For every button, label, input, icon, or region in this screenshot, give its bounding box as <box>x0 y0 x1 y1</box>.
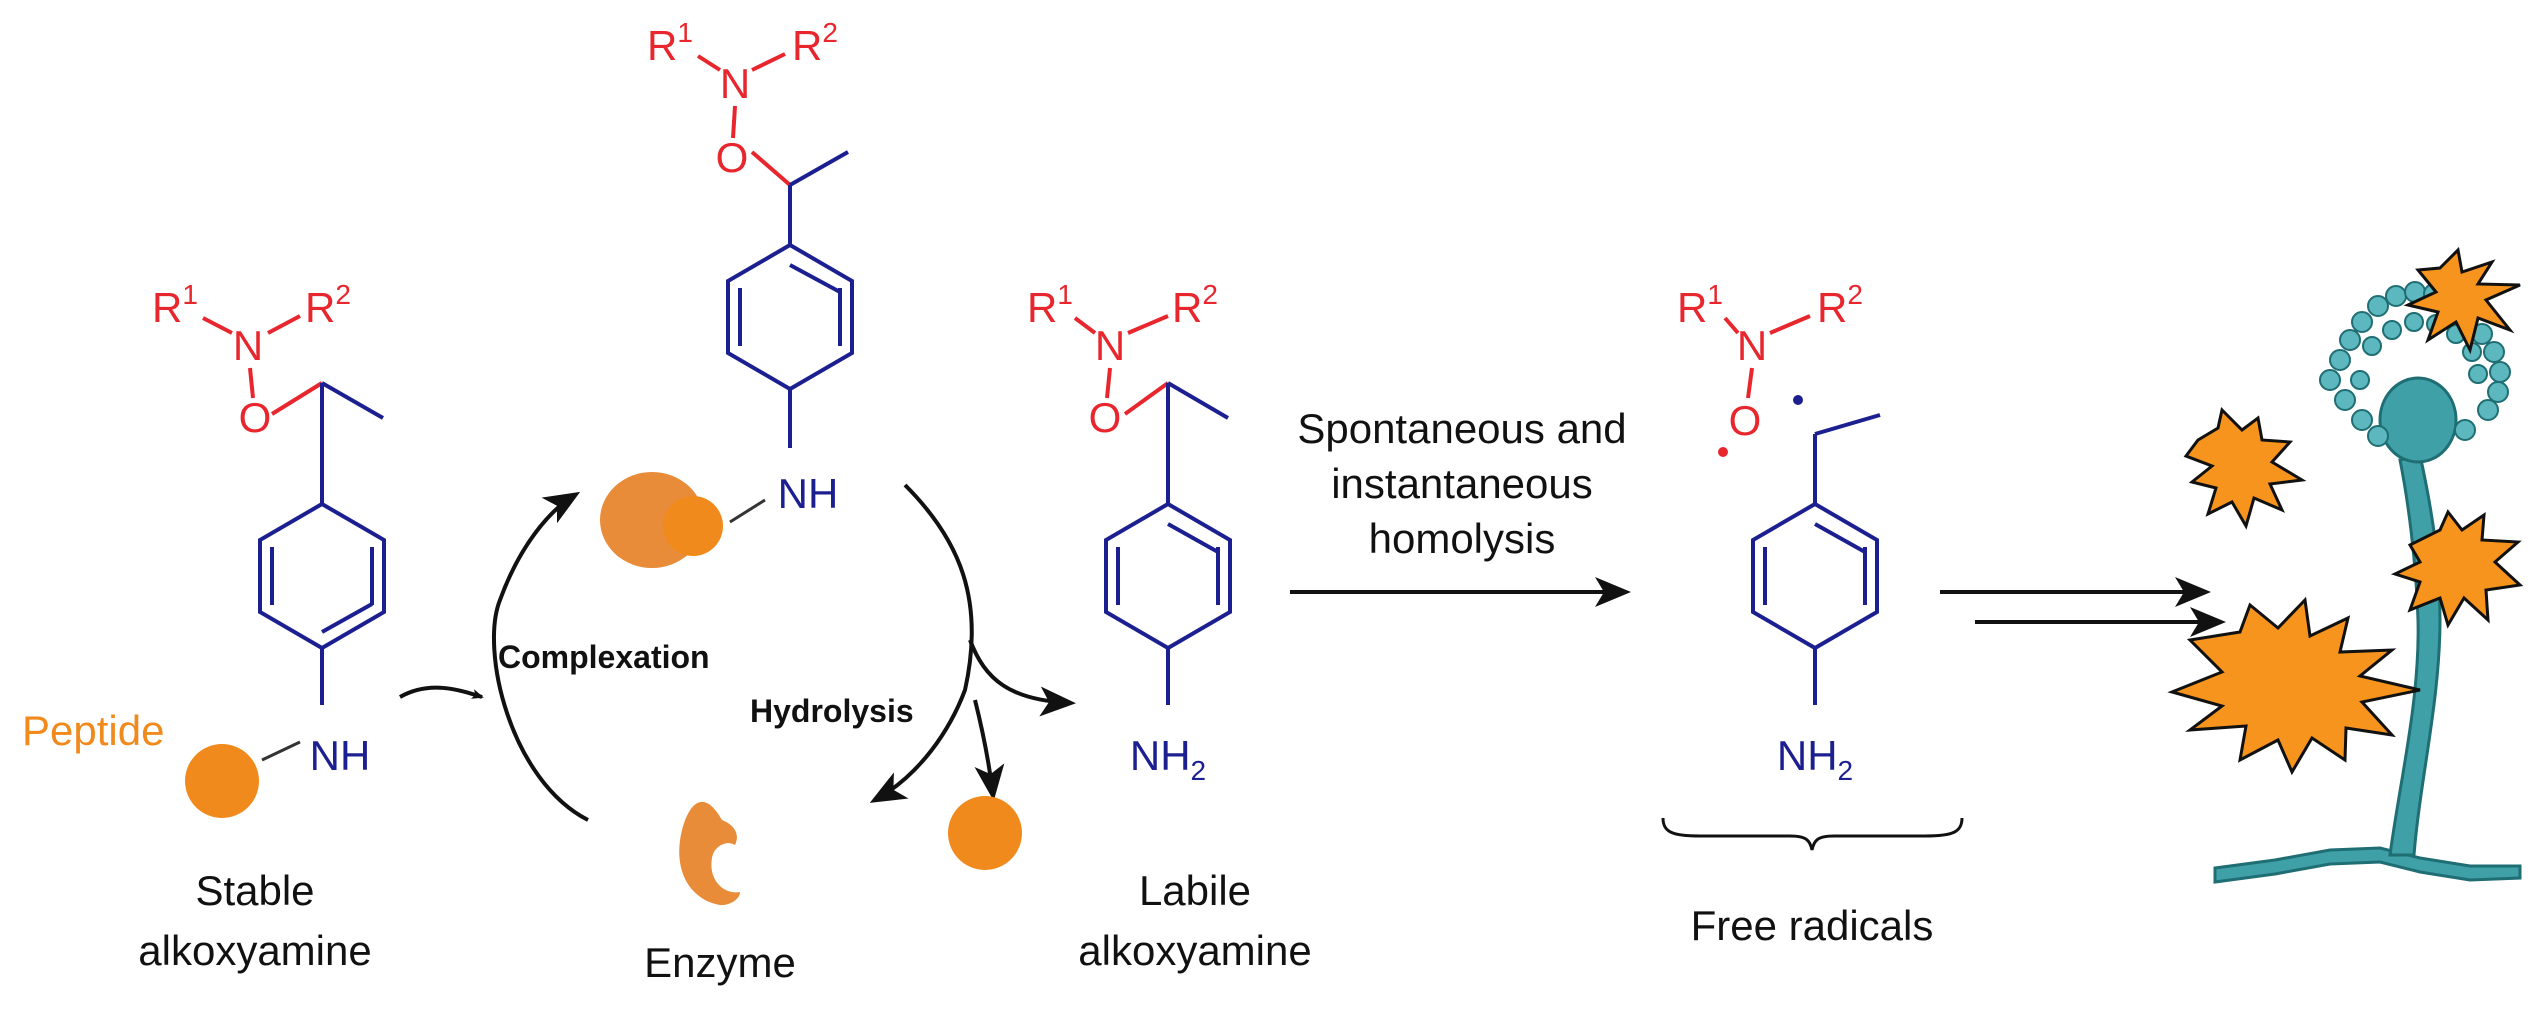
nitroxide-bonds <box>696 52 792 187</box>
o-atom: O <box>1089 394 1122 441</box>
enzyme-label: Enzyme <box>644 939 796 986</box>
n-atom: N <box>1737 322 1767 369</box>
stable-label-line2: alkoxyamine <box>138 927 371 974</box>
o-atom: O <box>1729 397 1762 444</box>
peptide-ball-icon <box>185 744 259 818</box>
homolysis-label-line1: Spontaneous and <box>1297 405 1626 452</box>
catalytic-cycle <box>399 483 1076 822</box>
r1-atom: R1 <box>1027 279 1073 331</box>
nitroxide-bonds <box>1073 314 1170 416</box>
r1-atom: R1 <box>1677 279 1723 331</box>
grouping-brace <box>1661 817 1964 851</box>
nitroxide-bonds <box>1723 314 1811 399</box>
complexation-label: Complexation <box>498 639 710 675</box>
homolysis-label-line3: homolysis <box>1369 515 1556 562</box>
explosion-icon <box>2390 509 2524 629</box>
peptide-bond <box>261 740 301 762</box>
fungus-icon <box>2213 281 2522 884</box>
aryl-backbone <box>258 381 386 705</box>
aryl-backbone <box>726 150 854 448</box>
nitroxide-group: R1 N R2 O <box>152 279 351 441</box>
hydrolysis-label: Hydrolysis <box>750 693 914 729</box>
free-radicals-structure: R1 N R2 O NH2 Free radicals <box>1661 279 1964 949</box>
labile-label-line1: Labile <box>1139 867 1251 914</box>
stable-label-line1: Stable <box>195 867 314 914</box>
enzyme-icon <box>679 801 740 906</box>
r2-atom: R2 <box>1817 279 1863 331</box>
n-atom: N <box>1095 322 1125 369</box>
labile-alkoxyamine-structure: R1 N R2 O NH2 Labile alkoxyamine <box>1027 279 1312 974</box>
homolysis-label-line2: instantaneous <box>1331 460 1593 507</box>
peptide-ball-icon <box>663 496 723 556</box>
n-atom: N <box>720 60 750 107</box>
explosion-icon <box>2183 407 2307 530</box>
o-atom: O <box>239 394 272 441</box>
peptide-bond <box>729 498 766 524</box>
free-radicals-label: Free radicals <box>1691 902 1934 949</box>
explosion-icon <box>2167 596 2421 776</box>
aryl-backbone <box>1104 381 1232 705</box>
stable-alkoxyamine-structure: R1 N R2 O NH Peptide Stable alkoxyamine <box>22 279 386 974</box>
r2-atom: R2 <box>305 279 351 331</box>
peptide-ball-icon <box>948 796 1022 870</box>
enzyme-complex-structure: R1 N R2 O NH <box>600 17 854 568</box>
radical-dot-icon <box>1793 395 1803 405</box>
r2-atom: R2 <box>792 17 838 69</box>
labile-label-line2: alkoxyamine <box>1078 927 1311 974</box>
n-atom: N <box>233 322 263 369</box>
o-atom: O <box>716 134 749 181</box>
nh2-atom: NH2 <box>1777 732 1853 786</box>
effect-arrows <box>1940 577 2226 637</box>
peptide-label: Peptide <box>22 707 164 754</box>
r1-atom: R1 <box>152 279 198 331</box>
radical-dot-icon <box>1718 447 1728 457</box>
nitroxide-bonds <box>202 314 324 416</box>
aryl-backbone <box>1751 413 1881 705</box>
explosion-icon <box>2403 246 2521 355</box>
r2-atom: R2 <box>1172 279 1218 331</box>
nh2-atom: NH2 <box>1130 732 1206 786</box>
nh-atom: NH <box>778 470 839 517</box>
nh-atom: NH <box>310 732 371 779</box>
r1-atom: R1 <box>647 17 693 69</box>
